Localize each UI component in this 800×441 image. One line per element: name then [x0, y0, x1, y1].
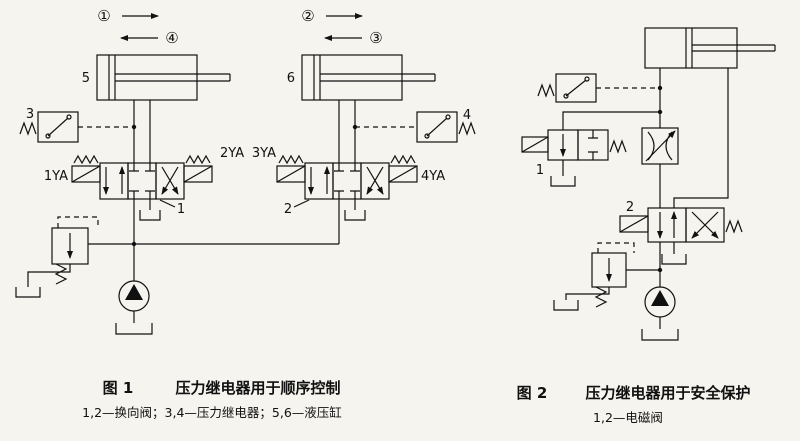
step-3-circled-number: ③	[369, 29, 382, 47]
tank-icon	[550, 176, 576, 187]
fig2-solenoid-valve-1: 1	[521, 109, 663, 187]
leader-line	[159, 199, 176, 208]
fig2-cylinder	[644, 27, 776, 69]
pressure-switch-body	[416, 111, 458, 143]
cylinder-body	[644, 27, 738, 69]
pilot-line	[57, 216, 99, 228]
spring-icon	[54, 263, 68, 285]
step-4-circled-number: ④	[165, 29, 178, 47]
spring-icon	[19, 121, 37, 136]
tank-icon	[553, 300, 579, 311]
solenoid-4ya-label: 4YA	[421, 169, 445, 184]
tank-icon	[661, 254, 687, 265]
spring-icon	[278, 154, 304, 165]
solenoid-icon	[521, 136, 549, 153]
junction-dot	[131, 241, 137, 247]
valve-1-label: 1	[536, 163, 544, 178]
valve-2-label: 2	[284, 202, 292, 217]
fig1-pressure-relay-4: 4	[352, 108, 476, 143]
fig2-pressure-relay	[537, 73, 663, 103]
pilot-line	[597, 242, 635, 253]
fig1-pressure-relay-3: 3	[19, 107, 137, 143]
fig1-motion-annotation-left: ① ④	[97, 7, 178, 47]
fig2-flow-control-valve	[641, 68, 679, 208]
fig2-pump	[641, 286, 679, 341]
fig1-number: 图 1	[103, 379, 134, 397]
fig2-relief-valve	[553, 242, 663, 311]
fig2-solenoid-valve-2: 2	[619, 68, 743, 287]
solenoid-icon	[183, 165, 213, 183]
spring-icon	[537, 83, 555, 98]
step-2-circled-number: ②	[301, 7, 314, 25]
solenoid-icon	[619, 215, 649, 233]
junction-dot	[657, 267, 663, 273]
blocked-ports	[588, 130, 598, 160]
fig1-caption: 图 1 压力继电器用于顺序控制 1,2—换向阀；3,4—压力继电器；5,6—液压…	[82, 379, 342, 420]
fig2-caption: 图 2 压力继电器用于安全保护 1,2—电磁阀	[517, 384, 751, 425]
spring-icon	[73, 154, 99, 165]
fig1-directional-valve-2: 3YA 4YA 2	[252, 146, 445, 221]
fig1-motion-annotation-right: ② ③	[301, 7, 382, 47]
closed-center-ports	[334, 163, 360, 199]
tank-icon	[15, 287, 41, 298]
tank-icon	[344, 210, 366, 221]
valve-1-label: 1	[177, 202, 185, 217]
closed-center-ports	[129, 163, 155, 199]
valve-2-label: 2	[626, 200, 634, 215]
junction-dot	[131, 124, 137, 130]
return-line	[673, 68, 729, 208]
fig1-relief-valve	[15, 216, 99, 298]
spring-icon	[390, 154, 416, 165]
solenoid-icon	[276, 165, 306, 183]
fig1-title: 压力继电器用于顺序控制	[175, 379, 340, 397]
solenoid-icon	[388, 165, 418, 183]
spring-icon	[458, 121, 476, 136]
spring-icon	[185, 154, 211, 165]
fig2-legend: 1,2—电磁阀	[593, 410, 663, 425]
fig2-number: 图 2	[517, 384, 548, 402]
relay-4-label: 4	[463, 108, 471, 123]
cylinder-5-label: 5	[82, 71, 90, 86]
spring-icon	[609, 139, 627, 154]
fig1-directional-valve-1: 1YA 2YA 1	[44, 146, 244, 221]
pump-triangle-icon	[651, 290, 669, 306]
fig1-supply-lines	[88, 199, 340, 281]
junction-dot	[352, 124, 358, 130]
tank-icon	[139, 210, 161, 221]
relay-3-label: 3	[26, 107, 34, 122]
fig1-cylinder-5: 5	[82, 54, 231, 163]
spring-icon	[725, 219, 743, 234]
tank-icon	[115, 323, 153, 335]
solenoid-2ya-label: 2YA	[220, 146, 244, 161]
fig1-legend: 1,2—换向阀；3,4—压力继电器；5,6—液压缸	[82, 405, 342, 420]
solenoid-icon	[71, 165, 101, 183]
solenoid-1ya-label: 1YA	[44, 169, 68, 184]
cylinder-body	[301, 54, 403, 101]
fig1-pump	[115, 280, 153, 335]
cylinder-6-label: 6	[287, 71, 295, 86]
fig2-title: 压力继电器用于安全保护	[585, 384, 750, 402]
adjustable-arrow-icon	[645, 130, 676, 162]
pump-triangle-icon	[125, 284, 143, 300]
solenoid-3ya-label: 3YA	[252, 146, 276, 161]
leader-line	[293, 199, 310, 208]
tank-icon	[641, 329, 679, 341]
spring-icon	[594, 286, 608, 308]
cylinder-body	[96, 54, 198, 101]
fig1-cylinder-6: 6	[287, 54, 436, 163]
step-1-circled-number: ①	[97, 7, 110, 25]
